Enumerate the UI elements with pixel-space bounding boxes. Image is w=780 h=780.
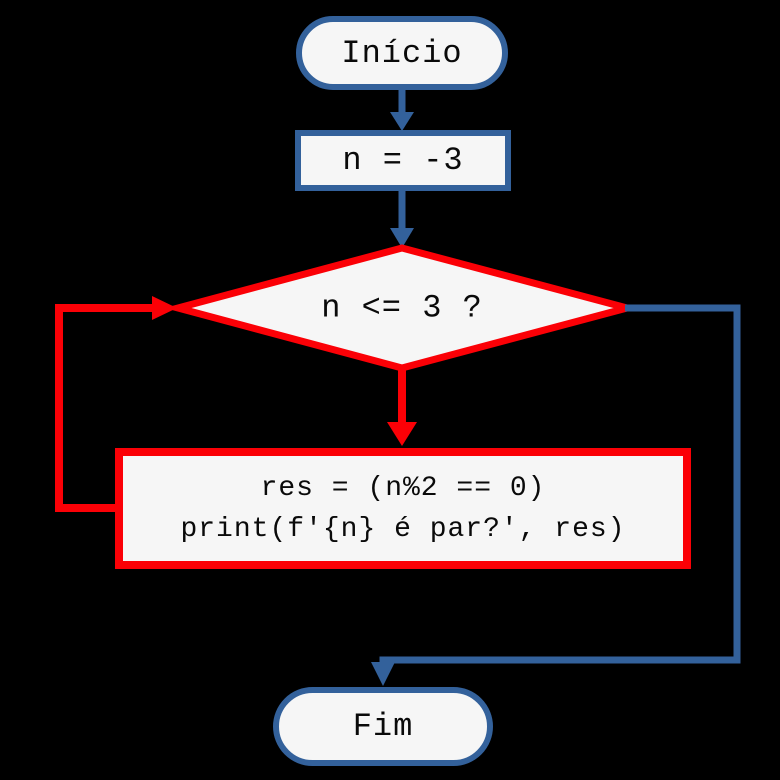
edge-decision-end — [379, 304, 741, 664]
assignment-label: n = -3 — [342, 142, 464, 179]
end-label: Fim — [352, 708, 414, 745]
arrowhead-start-assign — [390, 112, 414, 131]
node-start-terminal: Início — [296, 16, 508, 90]
process-code-line1: res = (n%2 == 0) — [260, 472, 546, 504]
node-assignment: n = -3 — [295, 130, 511, 191]
arrowhead-assign-decision — [390, 228, 414, 248]
node-loop-body: res = (n%2 == 0) print(f'{n} é par?', re… — [115, 448, 691, 569]
decision-condition-label: n <= 3 ? — [321, 289, 483, 327]
arrowhead-loop-back — [152, 296, 177, 320]
start-label: Início — [341, 34, 463, 72]
arrowhead-decision-process — [387, 422, 417, 446]
process-code-line2: print(f'{n} é par?', res) — [180, 513, 626, 545]
node-end-terminal: Fim — [273, 687, 493, 766]
arrowhead-decision-end — [371, 662, 395, 686]
edge-loop-back — [55, 304, 153, 512]
